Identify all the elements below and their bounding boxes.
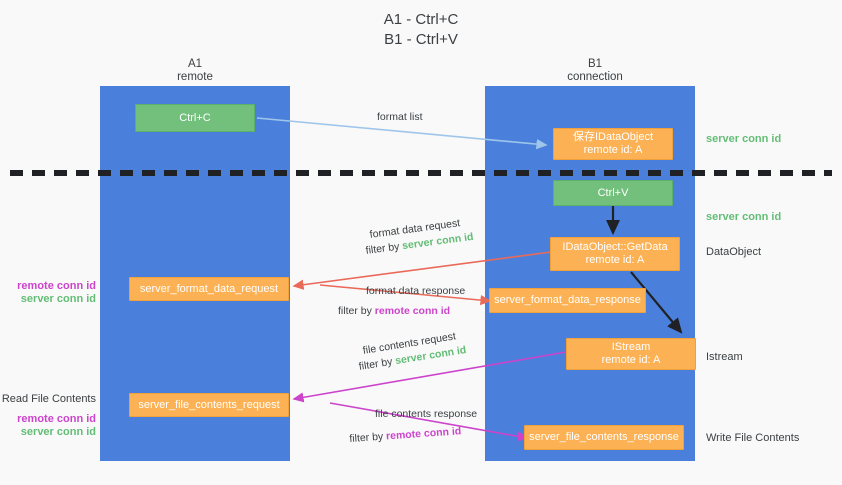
note-remote-conn-id-1: remote conn id (17, 280, 96, 292)
box-server-format-data-response[interactable]: server_format_data_response (489, 288, 646, 313)
label-format-data-response: format data response (366, 285, 466, 297)
box-server-file-contents-response[interactable]: server_file_contents_response (524, 425, 684, 450)
filter-prefix: filter by (338, 305, 375, 317)
label-file-contents-response: file contents response (375, 408, 478, 420)
filter-value: remote conn id (385, 425, 462, 443)
note-server-conn-id-top: server conn id (706, 133, 782, 145)
page-title: A1 - Ctrl+C B1 - Ctrl+V (383, 11, 459, 48)
note-server-conn-id-1: server conn id (20, 293, 96, 305)
filter-prefix: filter by (349, 430, 387, 445)
box-ctrl-c[interactable]: Ctrl+C (135, 104, 255, 132)
note-server-conn-id-2: server conn id (20, 426, 96, 438)
label-file-contents-response-filter: filter by remote conn id (349, 425, 462, 446)
box-idataobject-getdata[interactable]: IDataObject::GetData remote id: A (550, 237, 680, 271)
note-istream: Istream (706, 351, 743, 363)
filter-value: remote conn id (374, 305, 451, 317)
box-server-format-data-request[interactable]: server_format_data_request (129, 277, 289, 301)
note-server-conn-id-mid: server conn id (706, 211, 782, 223)
lane-header-b1: B1 connection (567, 58, 623, 83)
label-format-list: format list (377, 111, 423, 123)
box-server-file-contents-request[interactable]: server_file_contents_request (129, 393, 289, 417)
note-write-file-contents: Write File Contents (706, 432, 800, 444)
note-dataobject: DataObject (706, 246, 762, 258)
box-istream[interactable]: IStream remote id: A (566, 338, 696, 370)
note-remote-conn-id-2: remote conn id (17, 413, 96, 425)
filter-prefix: filter by (365, 240, 404, 257)
lane-header-a1: A1 remote (177, 58, 213, 83)
box-ctrl-v[interactable]: Ctrl+V (553, 180, 673, 206)
box-save-idataobject[interactable]: 保存IDataObject remote id: A (553, 128, 673, 160)
label-format-data-response-filter: filter by remote conn id (338, 305, 450, 318)
note-read-file-contents: Read File Contents (1, 393, 96, 405)
